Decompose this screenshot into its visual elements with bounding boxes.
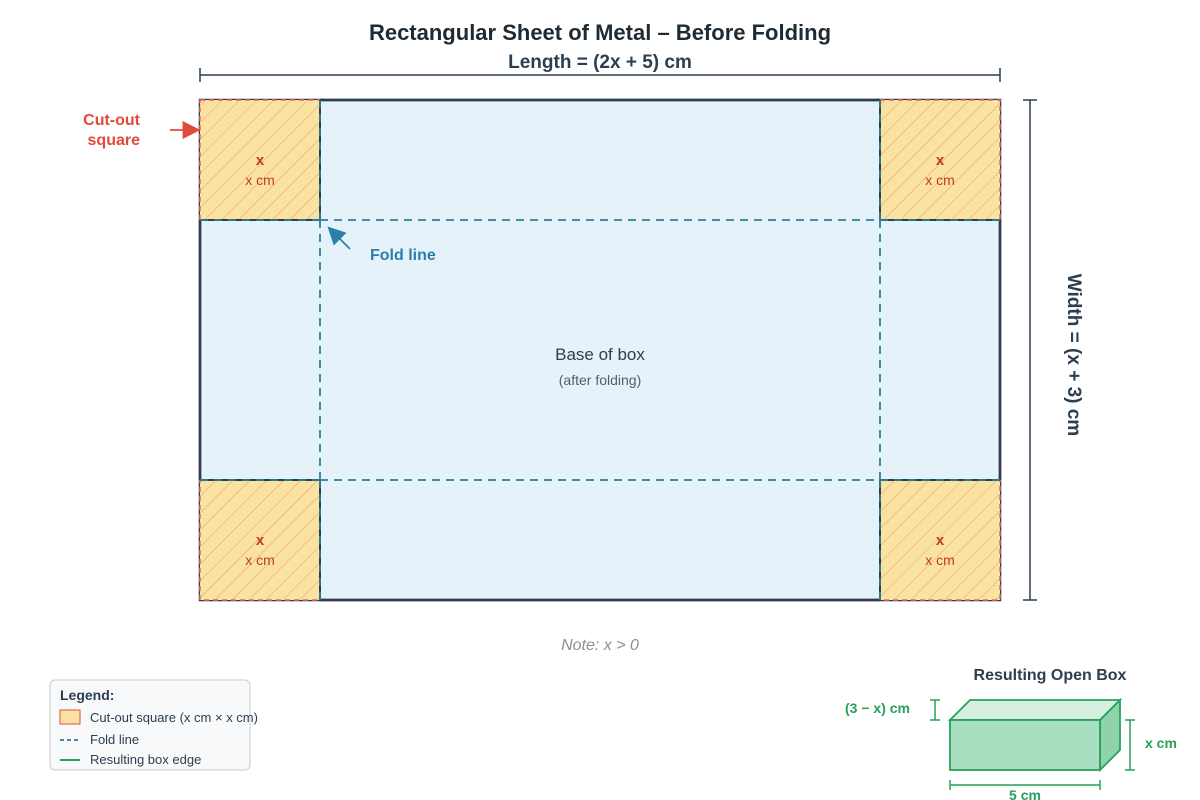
corner-size-label: x cm bbox=[245, 172, 275, 188]
box-top-face bbox=[947, 699, 1123, 721]
corner-x-symbol: x bbox=[936, 532, 945, 549]
legend-title: Legend: bbox=[60, 687, 114, 703]
corner-size-label: x cm bbox=[925, 172, 955, 188]
metal-sheet bbox=[198, 98, 1002, 602]
fold-line-label: Fold line bbox=[370, 247, 436, 264]
legend-item-fold: Fold line bbox=[90, 732, 139, 747]
legend-item-cutout: Cut-out square (x cm × x cm) bbox=[90, 710, 258, 725]
legend: Legend: Cut-out square (x cm × x cm) Fol… bbox=[49, 679, 258, 771]
fold-line-annotation: Fold line bbox=[327, 226, 436, 264]
width-label: Width = (x + 3) cm bbox=[1063, 274, 1084, 436]
width-dimension: Width = (x + 3) cm bbox=[1023, 99, 1084, 601]
legend-cutout-swatch bbox=[59, 709, 81, 725]
corner-square-bottom-left: x x cm bbox=[199, 479, 321, 601]
box-depth-label: x cm bbox=[1145, 735, 1177, 751]
corner-x-symbol: x bbox=[256, 152, 265, 169]
cut-out-annotation: Cut-out square bbox=[83, 112, 201, 149]
sheet-edges bbox=[198, 98, 1002, 602]
cut-out-label-line2: square bbox=[88, 132, 141, 149]
note-text: Note: x > 0 bbox=[561, 637, 639, 654]
fold-lines bbox=[200, 100, 1000, 600]
resulting-box: Resulting Open Box (3 − x) cm x cm 5 cm bbox=[845, 667, 1177, 800]
legend-item-edge: Resulting box edge bbox=[90, 752, 201, 767]
corner-x-symbol: x bbox=[936, 152, 945, 169]
corner-size-label: x cm bbox=[245, 552, 275, 568]
box-length-label: 5 cm bbox=[1009, 787, 1041, 800]
diagram-title: Rectangular Sheet of Metal – Before Fold… bbox=[369, 20, 831, 45]
corner-square-top-left: x x cm bbox=[199, 99, 321, 221]
base-label: Base of box bbox=[555, 345, 645, 364]
resulting-box-title: Resulting Open Box bbox=[974, 667, 1127, 684]
corner-size-label: x cm bbox=[925, 552, 955, 568]
corner-square-top-right: x x cm bbox=[879, 99, 1001, 221]
corner-x-symbol: x bbox=[256, 532, 265, 549]
box-front-face bbox=[949, 719, 1101, 771]
base-sublabel: (after folding) bbox=[559, 372, 641, 388]
length-label: Length = (2x + 5) cm bbox=[508, 52, 692, 73]
corner-square-bottom-right: x x cm bbox=[879, 479, 1001, 601]
fold-line-arrow bbox=[327, 226, 351, 250]
length-dimension: Length = (2x + 5) cm bbox=[199, 52, 1001, 82]
cut-out-label-line1: Cut-out bbox=[83, 112, 141, 129]
box-height-label: (3 − x) cm bbox=[845, 700, 910, 716]
